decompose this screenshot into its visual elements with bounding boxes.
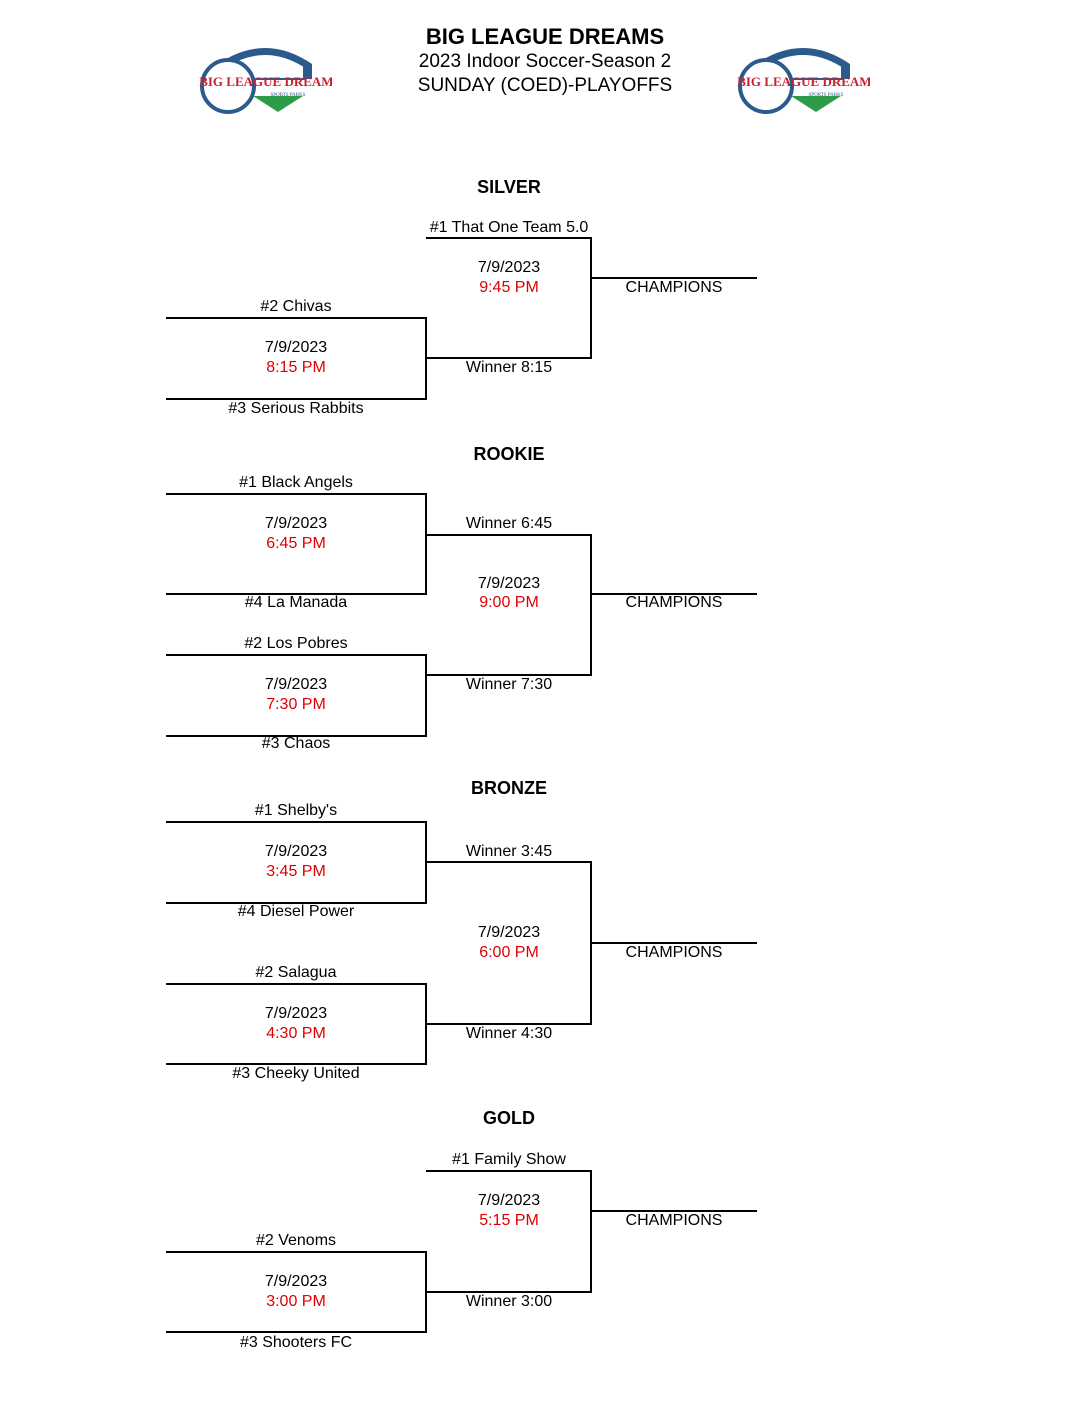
- team-bottom: #3 Chaos: [261, 735, 331, 752]
- semi-time: 7:30 PM: [266, 696, 326, 713]
- semi-date: 7/9/2023: [264, 676, 328, 693]
- final-time: 6:00 PM: [479, 944, 539, 961]
- semi-time: 3:00 PM: [266, 1293, 326, 1310]
- bracket-line: [166, 821, 427, 823]
- header-title: BIG LEAGUE DREAMS: [425, 24, 665, 49]
- semi-date: 7/9/2023: [264, 1273, 328, 1290]
- final-time: 5:15 PM: [479, 1212, 539, 1229]
- semi-date: 7/9/2023: [264, 843, 328, 860]
- final-date: 7/9/2023: [477, 1192, 541, 1209]
- section-title-bronze: BRONZE: [471, 778, 547, 798]
- team-bottom: #4 La Manada: [244, 594, 348, 611]
- champions-line: [591, 277, 757, 279]
- champions-line: [591, 593, 757, 595]
- team-top: #2 Los Pobres: [244, 635, 348, 652]
- team-top: #2 Venoms: [255, 1232, 337, 1249]
- logo-left: BIG LEAGUE DREAMS SPORTS PARKS: [198, 34, 341, 116]
- bracket-line: [426, 534, 592, 536]
- champions-label: CHAMPIONS: [625, 594, 723, 611]
- semi-date: 7/9/2023: [264, 515, 328, 532]
- team-top: #2 Salagua: [255, 964, 337, 981]
- team-top: #1 Shelby's: [254, 802, 338, 819]
- bracket-line: [166, 317, 427, 319]
- svg-text:BIG LEAGUE DREAMS: BIG LEAGUE DREAMS: [199, 74, 332, 89]
- winner-label: Winner 3:00: [465, 1293, 553, 1310]
- final-date: 7/9/2023: [477, 575, 541, 592]
- winner-label: Winner 4:30: [465, 1025, 553, 1042]
- semi-date: 7/9/2023: [264, 1005, 328, 1022]
- final-date: 7/9/2023: [477, 924, 541, 941]
- team-seed1: #1 That One Team 5.0: [429, 219, 589, 236]
- semi-date: 7/9/2023: [264, 339, 328, 356]
- champions-line: [591, 1210, 757, 1212]
- team-bottom: #3 Serious Rabbits: [228, 400, 364, 417]
- bracket-line: [426, 237, 592, 239]
- winner-label: Winner 6:45: [465, 515, 553, 532]
- header-subtitle: 2023 Indoor Soccer-Season 2: [418, 51, 672, 72]
- bracket-line: [166, 735, 427, 737]
- winner-label: Winner 3:45: [465, 843, 553, 860]
- svg-text:SPORTS PARKS: SPORTS PARKS: [271, 93, 306, 98]
- bracket-line: [166, 398, 427, 400]
- team-bottom: #3 Cheeky United: [232, 1065, 360, 1082]
- bracket-line: [166, 1063, 427, 1065]
- section-title-gold: GOLD: [483, 1108, 535, 1128]
- bracket-line: [425, 493, 427, 595]
- semi-time: 3:45 PM: [266, 863, 326, 880]
- svg-text:BIG LEAGUE DREAMS: BIG LEAGUE DREAMS: [737, 74, 870, 89]
- bracket-line: [166, 593, 427, 595]
- winner-label: Winner 7:30: [465, 676, 553, 693]
- bracket-line: [166, 1331, 427, 1333]
- bracket-line: [426, 1023, 592, 1025]
- bracket-line: [426, 357, 592, 359]
- bracket-line: [425, 654, 427, 737]
- bracket-line: [426, 674, 592, 676]
- bracket-line: [590, 1170, 592, 1293]
- section-title-rookie: ROOKIE: [473, 444, 545, 464]
- bracket-line: [426, 1291, 592, 1293]
- semi-time: 6:45 PM: [266, 535, 326, 552]
- bracket-line: [166, 983, 427, 985]
- semi-time: 4:30 PM: [266, 1025, 326, 1042]
- bracket-line: [166, 1251, 427, 1253]
- team-top: #1 Black Angels: [239, 474, 353, 491]
- final-date: 7/9/2023: [477, 259, 541, 276]
- final-time: 9:45 PM: [479, 279, 539, 296]
- semi-time: 8:15 PM: [266, 359, 326, 376]
- bracket-line: [426, 1170, 592, 1172]
- team-seed1: #1 Family Show: [452, 1151, 566, 1168]
- champions-line: [591, 942, 757, 944]
- section-title-silver: SILVER: [477, 177, 541, 197]
- svg-text:SPORTS PARKS: SPORTS PARKS: [809, 93, 844, 98]
- final-time: 9:00 PM: [479, 594, 539, 611]
- bracket-line: [590, 237, 592, 359]
- champions-label: CHAMPIONS: [625, 279, 723, 296]
- logo-right: BIG LEAGUE DREAMS SPORTS PARKS: [736, 34, 879, 116]
- champions-label: CHAMPIONS: [625, 944, 723, 961]
- team-top: #2 Chivas: [260, 298, 332, 315]
- winner-label: Winner 8:15: [465, 359, 553, 376]
- team-bottom: #3 Shooters FC: [239, 1334, 353, 1351]
- bracket-line: [590, 534, 592, 676]
- bracket-line: [166, 493, 427, 495]
- bracket-line: [166, 902, 427, 904]
- team-bottom: #4 Diesel Power: [237, 903, 355, 920]
- bracket-line: [166, 654, 427, 656]
- header-event: SUNDAY (COED)-PLAYOFFS: [417, 75, 673, 96]
- bracket-line: [426, 861, 592, 863]
- champions-label: CHAMPIONS: [625, 1212, 723, 1229]
